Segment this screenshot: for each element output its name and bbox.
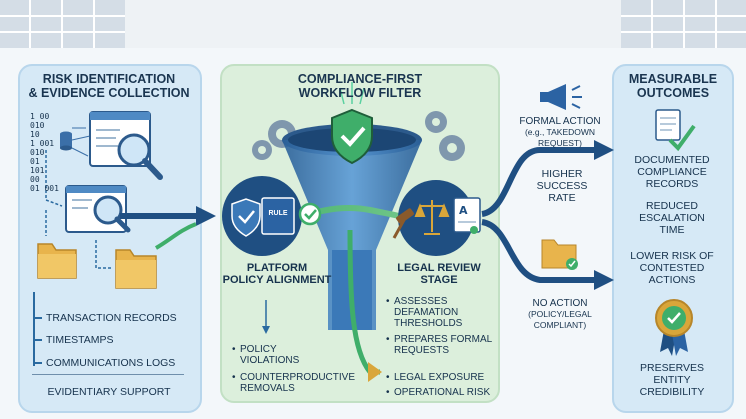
binary-row: 01 (30, 157, 40, 166)
binary-row: 1 001 (30, 139, 55, 148)
risk-item-legal-exposure: LEGAL EXPOSURE (386, 372, 494, 383)
document-icon: A (453, 197, 481, 234)
binary-row: 10 (30, 130, 40, 139)
folder-icon-2 (115, 249, 157, 289)
top-table-grid (0, 0, 746, 48)
rule-book-label: RULE (268, 210, 288, 217)
megaphone-icon (540, 84, 582, 110)
left-title: RISK IDENTIFICATION& EVIDENCE COLLECTION (28, 72, 190, 100)
folder-icon (37, 243, 77, 279)
branch-arrows (481, 140, 614, 290)
shield-check-icon (331, 108, 373, 165)
scales-icon (414, 200, 450, 235)
gear-icon-2 (425, 111, 465, 161)
database-icon (60, 131, 72, 151)
sparkle-lines (339, 82, 365, 105)
top-bar (125, 0, 621, 48)
binary-row: 010 (30, 148, 45, 157)
platform-item-counterproductive: COUNTERPRODUCTIVE REMOVALS (232, 372, 355, 394)
flow-arrow-left (120, 206, 216, 250)
item-communications-logs: COMMUNICATIONS LOGS (33, 357, 176, 369)
gavel-icon (392, 208, 414, 239)
credibility-medal-icon (655, 299, 693, 356)
folder-check-icon (541, 239, 578, 270)
binary-row: 010 (30, 121, 45, 130)
rule-book-icon (261, 197, 295, 235)
circuit-lines (71, 127, 91, 157)
legal-item-formal-requests: PREPARES FORMAL REQUESTS (386, 334, 494, 356)
item-timestamps: TIMESTAMPS (33, 334, 114, 346)
formal-action-label: FORMAL ACTION (e.g., TAKEDOWN REQUEST) (519, 116, 601, 148)
binary-row: 1 00 (30, 112, 50, 121)
compliance-document-icon (655, 109, 696, 152)
green-flow-down (347, 229, 380, 375)
risk-item-operational: OPERATIONAL RISK (386, 387, 494, 398)
flow-down-arrowhead (368, 362, 382, 382)
evidence-footer-divider (32, 374, 184, 375)
magnifier-icon (117, 133, 163, 180)
magnifier-icon-2 (93, 195, 131, 233)
platform-item-policy-violations: POLICY VIOLATIONS (232, 344, 310, 366)
check-circle-icon (298, 202, 322, 226)
binary-row: 00 (30, 175, 40, 184)
binary-data: 1 00 010 10 1 001 010 01 101 00 01 001 (30, 112, 59, 193)
item-transaction-records: TRANSACTION RECORDS (34, 312, 177, 324)
no-action-label: NO ACTION (POLICY/LEGAL COMPLIANT) (528, 298, 592, 330)
legal-item-defamation: ASSESSES DEFAMATION THRESHOLDS (386, 296, 484, 329)
evidentiary-support: EVIDENTIARY SUPPORT (47, 386, 171, 398)
binary-row: 01 001 (30, 184, 59, 193)
binary-row: 101 (30, 166, 45, 175)
svg-text:A: A (459, 204, 468, 217)
evidence-connectors (45, 150, 112, 269)
